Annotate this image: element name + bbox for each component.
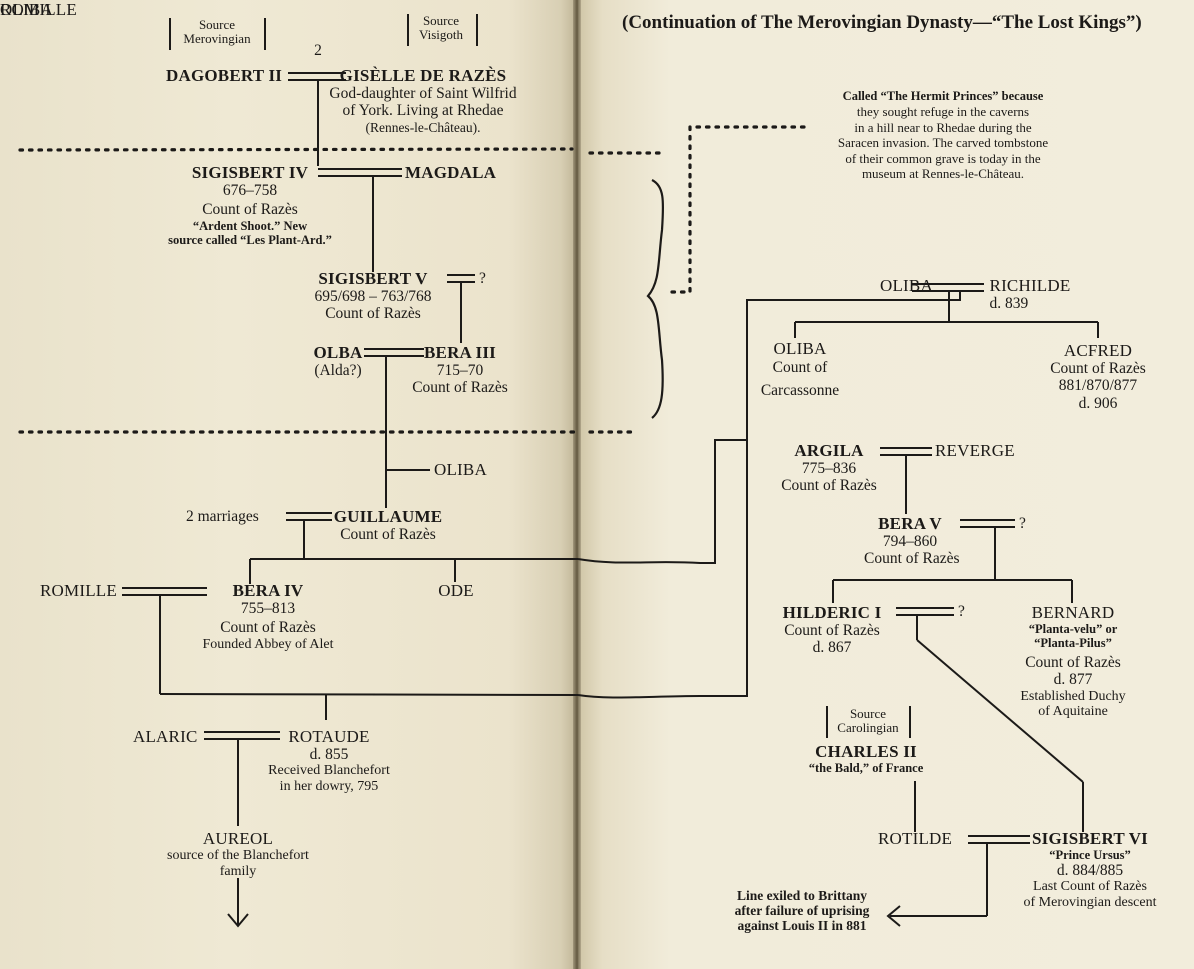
person-sigisbert-vi: SIGISBERT VI “Prince Ursus” d. 884/885 L… <box>1023 829 1157 911</box>
person-sigisbert-iv: SIGISBERT IV 676–758 Count of Razès “Ard… <box>168 163 332 247</box>
person-magdala: MAGDALA <box>405 163 497 182</box>
note-brittany: Line exiled to Brittany after failure of… <box>734 888 870 934</box>
person-olba: OLBA (Alda?) <box>313 343 363 380</box>
marriage-dagobert-giselle <box>288 72 346 166</box>
person-oliba-right: OLIBA <box>880 276 933 295</box>
bera-v-title: Count of Razès <box>864 550 960 567</box>
person-oliba-left-label: OLIBA <box>434 460 487 479</box>
person-reverge: REVERGE <box>935 441 1015 460</box>
person-sigisbert-v: SIGISBERT V 695/698 – 763/768 Count of R… <box>314 269 432 323</box>
hilderic-i-spouse: ? <box>958 603 965 620</box>
person-alaric: ALARIC <box>133 727 198 746</box>
left-page <box>0 0 578 969</box>
person-guillaume: GUILLAUME Count of Razès <box>333 507 443 544</box>
person-richilde: RICHILDE d. 839 <box>989 276 1071 313</box>
book-gutter <box>573 0 581 969</box>
brace <box>646 179 665 419</box>
person-bera-iii: BERA III 715–70 Count of Razès <box>412 343 508 397</box>
person-hilderic-i: HILDERIC I Count of Razès d. 867 <box>782 603 882 657</box>
person-acfred: ACFRED Count of Razès 881/870/877 d. 906 <box>1050 341 1146 412</box>
person-ode: ODE <box>438 581 474 600</box>
person-rotilde: ROTILDE <box>878 829 953 848</box>
person-argila: ARGILA 775–836 Count of Razès <box>781 441 877 495</box>
guillaume-spouse-label: 2 marriages <box>186 508 259 525</box>
person-romille-label: ROMILLE <box>40 581 117 600</box>
right-page <box>578 0 1194 969</box>
person-oliba-left: OLIBA <box>0 0 53 19</box>
sigisbert-v-spouse: ? <box>479 270 486 287</box>
person-aureol: AUREOL source of the Blanchefort family <box>167 829 309 879</box>
person-bera-iv: BERA IV 755–813 Count of Razès Founded A… <box>202 581 334 652</box>
note-hermit-princes: Called “The Hermit Princes” because they… <box>837 89 1049 182</box>
person-giselle: GISÈLLE DE RAZÈS God-daughter of Saint W… <box>329 66 517 135</box>
marriage-count: 2 <box>314 42 322 59</box>
source-merovingian: Source Merovingian <box>183 17 251 46</box>
person-oliba-carcassonne: OLIBA Count of Carcassonne <box>760 339 840 399</box>
person-dagobert-ii: DAGOBERT II <box>166 66 283 85</box>
source-visigoth: Source Visigoth <box>418 13 464 42</box>
person-romille: ROMILLE <box>0 0 77 19</box>
marriage-sigisbert4-magdala <box>318 168 402 272</box>
person-bera-v: BERA V 794–860 <box>878 514 942 551</box>
bera-v-spouse: ? <box>1019 515 1026 532</box>
person-bernard: BERNARD “Planta-velu” or “Planta-Pilus” … <box>1020 603 1126 720</box>
person-rotaude: ROTAUDE d. 855 Received Blanchefort in h… <box>268 727 390 795</box>
dotted-divider-1 <box>18 147 574 152</box>
source-carolingian: Source Carolingian <box>837 706 899 735</box>
person-charles-ii: CHARLES II “the Bald,” of France <box>808 742 924 776</box>
page-title: (Continuation of The Merovingian Dynasty… <box>622 12 1142 33</box>
